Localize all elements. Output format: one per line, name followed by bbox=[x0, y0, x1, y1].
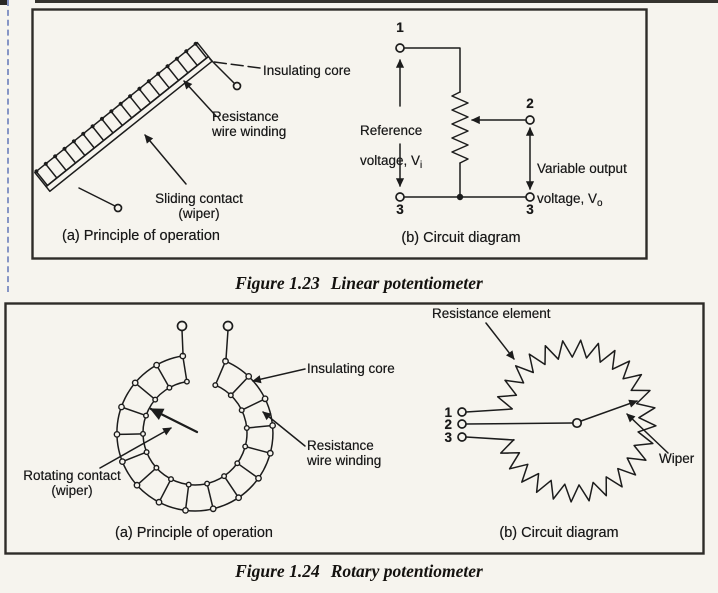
scan-artifact bbox=[0, 0, 9, 5]
ring-left-lead bbox=[181, 329, 184, 355]
ring-right-lead bbox=[225, 329, 229, 360]
reference-voltage-label: Reference voltage, Vi bbox=[360, 123, 423, 171]
terminal-3-number: 3 bbox=[444, 430, 452, 445]
ring-right-terminal bbox=[222, 320, 234, 332]
rotating-wiper-arm bbox=[149, 407, 199, 434]
page-crop-line bbox=[35, 0, 718, 3]
linear-potentiometer-diagram bbox=[31, 8, 648, 260]
terminal-1-number: 1 bbox=[396, 20, 404, 35]
resistance-element-leader bbox=[485, 322, 515, 360]
terminal-3-right-number: 3 bbox=[526, 202, 534, 217]
junction-dot bbox=[456, 193, 464, 201]
terminal-1 bbox=[457, 407, 467, 417]
terminal-3-right bbox=[525, 192, 535, 202]
principle-caption: (a) Principle of operation bbox=[115, 525, 273, 541]
insulating-core-leader bbox=[252, 368, 306, 384]
bar-bottom-terminal bbox=[113, 203, 123, 213]
sliding-contact-arrow bbox=[144, 134, 187, 185]
terminal-3-left-number: 3 bbox=[396, 202, 404, 217]
ring-left-terminal bbox=[176, 320, 188, 332]
rotary-potentiometer-diagram bbox=[4, 302, 705, 555]
insulating-core-label: Insulating core bbox=[307, 361, 395, 376]
wiper-label: Wiper bbox=[659, 451, 695, 466]
bar-top-lead bbox=[209, 58, 235, 84]
notebook-margin-line bbox=[7, 0, 9, 292]
panel-border bbox=[31, 8, 648, 260]
circuit-caption: (b) Circuit diagram bbox=[499, 525, 619, 541]
variable-output-voltage-label: Variable output voltage, Vo bbox=[537, 161, 627, 209]
terminal-3-left bbox=[395, 192, 405, 202]
resistance-wire-winding-label: Resistance wire winding bbox=[307, 438, 382, 468]
bar-bottom-lead bbox=[78, 187, 116, 207]
ring-winding-segments bbox=[113, 352, 276, 514]
panel-border bbox=[4, 302, 705, 555]
insulating-core-leader bbox=[213, 61, 261, 69]
sliding-contact-label: Sliding contact (wiper) bbox=[155, 191, 243, 221]
rotating-contact-leader bbox=[99, 427, 172, 469]
insulating-core-label: Insulating core bbox=[263, 63, 351, 78]
terminal-2-wire bbox=[465, 422, 573, 425]
terminal-1 bbox=[395, 43, 405, 53]
figure-1-23-panel: Insulating core Resistance wire winding … bbox=[31, 8, 648, 260]
wiper-arm bbox=[580, 399, 638, 422]
resistance-wire-winding-label: Resistance wire winding bbox=[212, 109, 287, 139]
terminal-2 bbox=[525, 115, 535, 125]
wire-top bbox=[403, 47, 461, 93]
principle-caption: (a) Principle of operation bbox=[62, 228, 220, 244]
terminal-2 bbox=[457, 419, 467, 429]
terminal-1-number: 1 bbox=[444, 405, 452, 420]
terminal-2-number: 2 bbox=[526, 96, 534, 111]
resistance-winding-leader bbox=[262, 411, 306, 447]
terminal-2-number: 2 bbox=[444, 417, 452, 432]
bar-top-terminal bbox=[232, 81, 242, 91]
linear-winding-bar bbox=[34, 41, 213, 193]
terminal-3-wire bbox=[465, 436, 515, 441]
resistance-element-label: Resistance element bbox=[432, 306, 551, 321]
wiper-leader bbox=[626, 413, 669, 454]
rotating-contact-label: Rotating contact (wiper) bbox=[23, 468, 121, 498]
terminal-3 bbox=[457, 432, 467, 442]
terminal-1-wire bbox=[465, 408, 513, 413]
resistor-zigzag bbox=[451, 91, 469, 164]
figure-1-24-panel: Resistance element Insulating core Resis… bbox=[4, 302, 705, 555]
sawtooth-resistance-element bbox=[496, 339, 657, 503]
wiper-pivot bbox=[571, 417, 583, 429]
resistance-winding-arrow bbox=[183, 80, 217, 117]
circuit-caption: (b) Circuit diagram bbox=[401, 230, 521, 246]
